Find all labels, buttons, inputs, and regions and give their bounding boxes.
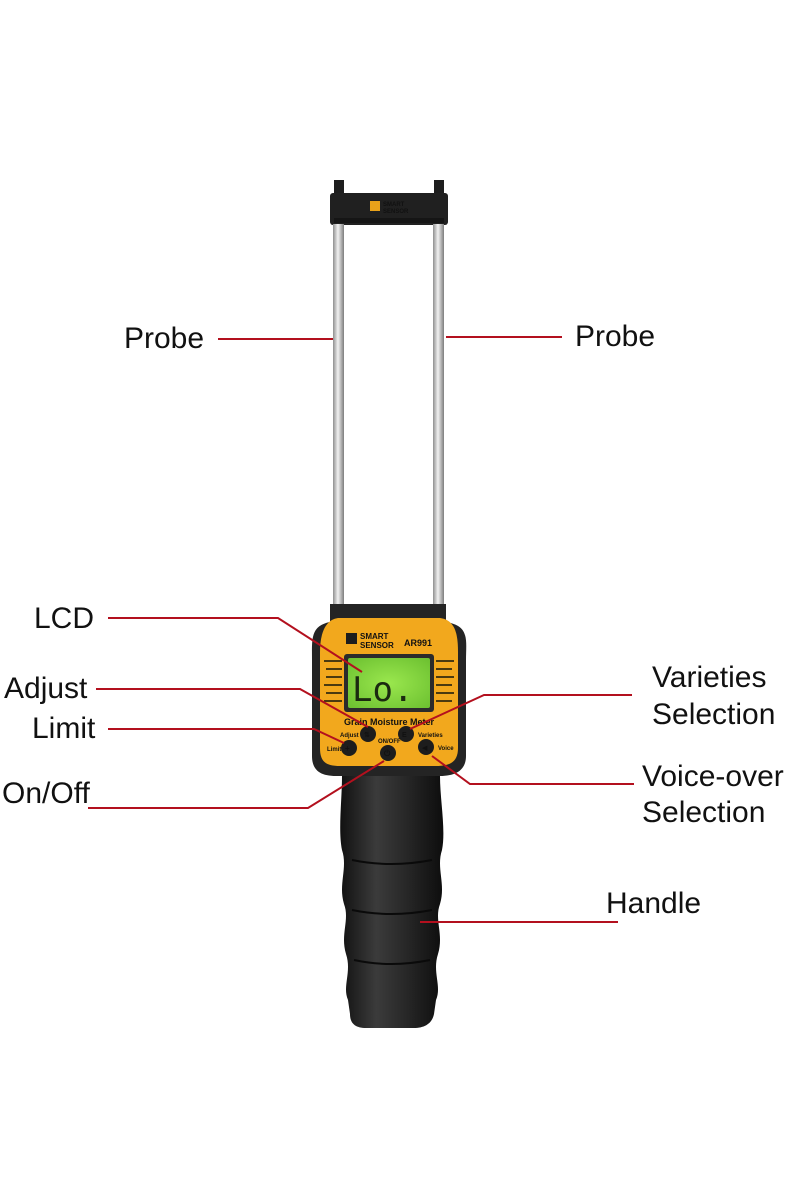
adjust-button[interactable]: ⇅ Adjust <box>340 726 376 742</box>
limit-button-label: Limit <box>327 747 341 753</box>
speaker-icon: ◀ <box>422 745 428 752</box>
meter-handle <box>340 776 444 1028</box>
callout-limit: Limit <box>32 712 96 745</box>
limit-button[interactable]: + Limit <box>327 740 357 756</box>
varieties-button-label: Varieties <box>418 733 443 739</box>
head-logo-icon <box>346 633 357 644</box>
model-number: AR991 <box>404 638 432 648</box>
callout-voice-line2: Selection <box>642 796 765 829</box>
adjust-button-label: Adjust <box>340 733 359 739</box>
head-brand-line2: SENSOR <box>360 641 394 650</box>
callout-voice-line1: Voice-over <box>642 760 784 793</box>
cap-brand-line1: SMART <box>383 202 405 208</box>
callout-probe-right: Probe <box>575 320 655 353</box>
meter-head: SMART SENSOR AR991 Lo. Grain Moisture Me… <box>311 604 467 776</box>
varieties-button[interactable]: E Varieties <box>398 726 443 742</box>
leader-lines <box>88 336 634 923</box>
probe-rod-left <box>333 224 344 612</box>
leader-onoff <box>88 760 385 809</box>
onoff-button-label: ON/OFF <box>378 739 401 745</box>
callout-onoff: On/Off <box>2 777 90 810</box>
callout-lcd: LCD <box>34 602 94 635</box>
onoff-button[interactable]: ⏻ ON/OFF <box>378 739 401 761</box>
varieties-button-icon: E <box>402 732 407 739</box>
callout-adjust: Adjust <box>4 672 88 705</box>
cap-brand-line2: SENSOR <box>383 209 409 215</box>
probe-rod-right <box>433 224 444 612</box>
voice-button-label: Voice <box>438 746 454 752</box>
lcd-reading: Lo. <box>352 670 413 710</box>
leader-varieties <box>409 694 632 730</box>
callout-probe-left: Probe <box>124 322 204 355</box>
crop-list-left <box>324 660 342 702</box>
adjust-button-icon: ⇅ <box>364 731 370 739</box>
leader-adjust <box>96 688 369 728</box>
panel-title: Grain Moisture Meter <box>344 717 435 727</box>
callout-varieties-line1: Varieties <box>652 661 767 694</box>
probe-cap: SMART SENSOR <box>330 180 448 226</box>
leader-limit <box>108 728 345 744</box>
crop-list-right <box>436 660 454 702</box>
cap-logo: SMART SENSOR <box>370 201 409 215</box>
callout-handle: Handle <box>606 887 701 920</box>
leader-lcd <box>108 617 363 673</box>
head-brand-line1: SMART <box>360 632 389 641</box>
limit-button-icon: + <box>345 744 350 753</box>
callout-varieties-line2: Selection <box>652 698 775 731</box>
leader-voice <box>431 755 634 785</box>
power-icon: ⏻ <box>384 749 391 758</box>
voice-button[interactable]: ◀ Voice <box>418 739 454 755</box>
